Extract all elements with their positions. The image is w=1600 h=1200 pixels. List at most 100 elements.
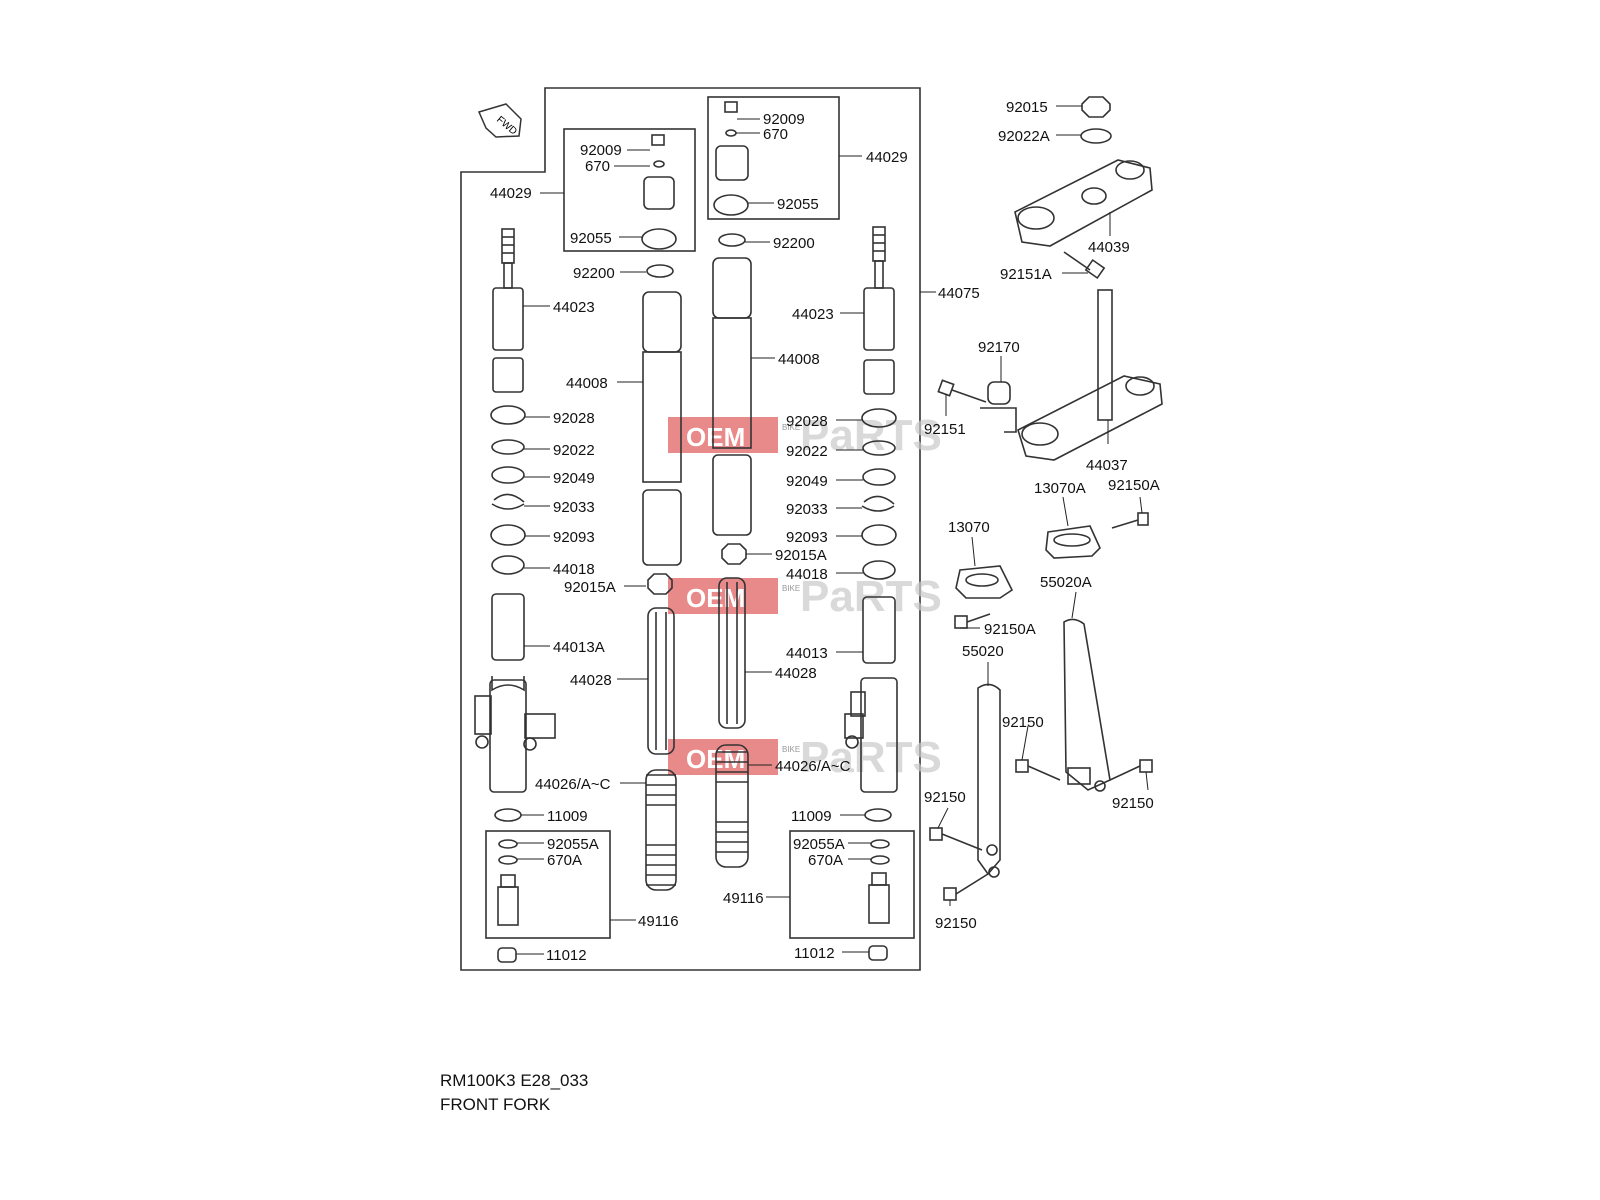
label-11009-left: 11009 [547, 808, 588, 825]
label-92015: 92015 [1006, 99, 1048, 116]
label-92055A-left: 92055A [547, 836, 599, 853]
washer-92022-left [491, 439, 525, 455]
label-44028-left: 44028 [570, 672, 612, 689]
label-44013-right: 44013 [786, 645, 828, 662]
oring-92055A-right [870, 839, 890, 849]
diagram-title: FRONT FORK [440, 1095, 551, 1114]
label-11009-right: 11009 [791, 808, 832, 825]
label-92150-c: 92150 [924, 789, 966, 806]
label-44026-right: 44026/A~C [775, 758, 851, 775]
bolt-92151 [937, 379, 987, 403]
rod-44028-left [647, 607, 675, 755]
label-92150A-lower: 92150A [984, 621, 1036, 638]
label-92028-right: 92028 [786, 413, 828, 430]
label-92033-right: 92033 [786, 501, 828, 518]
bolt-11012-left [497, 947, 517, 963]
label-92049-left: 92049 [553, 470, 595, 487]
label-92150-b: 92150 [1112, 795, 1154, 812]
label-44029-right: 44029 [866, 149, 908, 166]
label-92009-right: 92009 [763, 111, 805, 128]
washer-92022-right [862, 440, 896, 456]
inner-tube-44013A-left [491, 593, 525, 692]
damper-rod-top-right [863, 226, 895, 395]
bolt-11012-right [868, 945, 888, 961]
nut-92015 [1081, 96, 1111, 118]
label-92200-right: 92200 [773, 235, 815, 252]
svg-text:BIKE: BIKE [782, 584, 800, 593]
label-92022-right: 92022 [786, 443, 828, 460]
label-92055A-right: 92055A [793, 836, 845, 853]
oring-670A-right [870, 855, 890, 865]
label-670-left: 670 [585, 158, 610, 175]
washer-92022A [1080, 128, 1112, 144]
label-13070A: 13070A [1034, 480, 1086, 497]
left-fork-parts [474, 228, 556, 963]
label-44028-right: 44028 [775, 665, 817, 682]
bolt-92151A [1063, 251, 1106, 280]
svg-text:OEM: OEM [686, 583, 745, 613]
spring-44026-left [645, 769, 677, 891]
part-labels: 92009 670 44029 92055 92200 44023 44008 … [490, 99, 1160, 964]
label-44018-left: 44018 [553, 561, 595, 578]
seal-92049-right [862, 468, 896, 486]
spring-44026-right [715, 744, 749, 868]
label-92170: 92170 [978, 339, 1020, 356]
cap-44029-left [641, 134, 677, 250]
label-44026-left: 44026/A~C [535, 776, 611, 793]
label-92093-right: 92093 [786, 529, 828, 546]
bush-92028-left [490, 405, 526, 425]
tube-44008-right [712, 257, 752, 536]
label-44029-left: 44029 [490, 185, 532, 202]
label-44037: 44037 [1086, 457, 1128, 474]
rod-44028-right [718, 577, 746, 729]
label-44008-right: 44008 [778, 351, 820, 368]
label-92055-left: 92055 [570, 230, 612, 247]
nut-92015A-left [647, 573, 673, 595]
damper-rod-top-left [492, 228, 524, 393]
guide-13070A [1045, 525, 1101, 559]
label-92151: 92151 [924, 421, 966, 438]
fork-assembly-frame [460, 87, 921, 971]
seal-92093-right [861, 524, 897, 546]
svg-text:BIKE: BIKE [782, 423, 800, 432]
inner-tube-44013-right [862, 596, 896, 664]
label-670A-left: 670A [547, 852, 582, 869]
bolts-92150 [929, 759, 1153, 901]
label-44039: 44039 [1088, 239, 1130, 256]
ring-92033-left [491, 493, 525, 510]
left-inner-parts [641, 134, 682, 891]
watermark-1: OEM BIKE PaRTS [668, 411, 942, 460]
seal-92049-left [491, 466, 525, 484]
guide-13070 [955, 565, 1014, 599]
label-670-right: 670 [763, 126, 788, 143]
washer-92200-right [718, 233, 746, 247]
steering-and-guard-parts [929, 96, 1163, 901]
svg-text:PaRTS: PaRTS [800, 411, 942, 460]
outer-bottom-right [844, 677, 898, 793]
label-92015A-left: 92015A [564, 579, 616, 596]
label-44008-left: 44008 [566, 375, 608, 392]
svg-text:BIKE: BIKE [782, 745, 800, 754]
bush-44018-left [491, 555, 525, 575]
label-92028-left: 92028 [553, 410, 595, 427]
upper-bracket-44039 [1014, 159, 1153, 247]
label-44075: 44075 [938, 285, 980, 302]
label-92022-left: 92022 [553, 442, 595, 459]
right-fork-parts [844, 226, 898, 961]
right-inner-parts [712, 101, 752, 868]
cap-assembly-box-right [707, 96, 840, 220]
tube-44008-left [642, 291, 682, 566]
label-11012-right: 11012 [794, 945, 835, 962]
label-92150-a: 92150 [1002, 714, 1044, 731]
svg-text:OEM: OEM [686, 422, 745, 452]
cap-assembly-box-left [563, 128, 696, 252]
label-670A-right: 670A [808, 852, 843, 869]
label-92200-left: 92200 [573, 265, 615, 282]
label-55020A: 55020A [1040, 574, 1092, 591]
washer-11009-right [864, 808, 892, 822]
label-11012-left: 11012 [546, 947, 587, 964]
stem-44037 [1017, 289, 1163, 461]
seal-92093-left [490, 524, 526, 546]
